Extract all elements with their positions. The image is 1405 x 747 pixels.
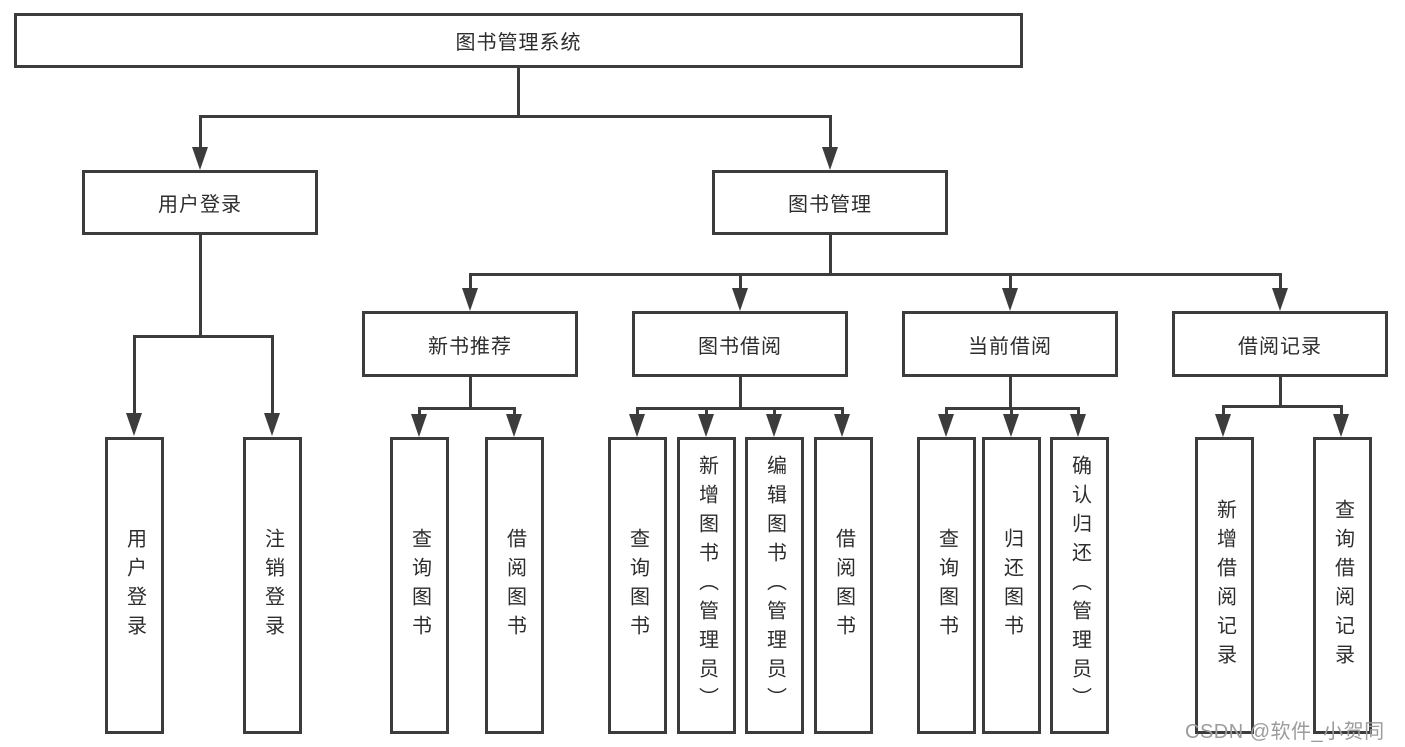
- leaf-user-login: 用户登录: [105, 437, 164, 734]
- leaf-borrow-books: 借阅图书: [814, 437, 873, 734]
- arrowhead-to-leaf-logout: [264, 413, 280, 436]
- connector-borrowing-stem: [739, 377, 742, 407]
- connector-recommend-drop-2: [513, 407, 516, 415]
- connector-borrowing-bar: [636, 407, 844, 410]
- connector-records-stem: [1279, 377, 1282, 405]
- node-user-login: 用户登录: [82, 170, 318, 235]
- leaf-add-books-admin: 新增图书（管理员）: [677, 437, 736, 734]
- leaf-return-books: 归还图书: [982, 437, 1041, 734]
- connector-current-stem: [1009, 377, 1012, 407]
- arrowhead-to-add-borrow-record: [1215, 414, 1231, 437]
- connector-userlogin-drop-2: [271, 335, 274, 413]
- connector-root-left-drop: [199, 115, 202, 148]
- connector-bookmgmt-bar: [469, 273, 1282, 276]
- leaf-edit-books-admin: 编辑图书（管理员）: [745, 437, 804, 734]
- arrowhead-to-book-management: [822, 147, 838, 170]
- arrowhead-to-query-books-recommend: [411, 414, 427, 437]
- connector-recommend-stem: [469, 377, 472, 407]
- leaf-query-books-current: 查询图书: [917, 437, 976, 734]
- arrowhead-to-borrow-books-recommend: [506, 414, 522, 437]
- leaf-borrow-books-recommend: 借阅图书: [485, 437, 544, 734]
- connector-records-bar: [1222, 405, 1342, 408]
- leaf-logout: 注销登录: [243, 437, 302, 734]
- arrowhead-to-return-books: [1003, 414, 1019, 437]
- connector-recommend-drop-1: [418, 407, 421, 415]
- node-current-borrowing: 当前借阅: [902, 311, 1118, 377]
- arrowhead-to-borrow-records: [1272, 288, 1288, 311]
- arrowhead-to-confirm-return: [1070, 414, 1086, 437]
- connector-bookmgmt-drop-1: [469, 273, 472, 289]
- connector-borrowing-drop-4: [841, 407, 844, 415]
- connector-current-drop-2: [1010, 407, 1013, 415]
- node-borrow-records: 借阅记录: [1172, 311, 1388, 377]
- leaf-query-books-recommend: 查询图书: [390, 437, 449, 734]
- connector-root-right-drop: [829, 115, 832, 148]
- connector-current-drop-1: [945, 407, 948, 415]
- connector-bookmgmt-drop-2: [739, 273, 742, 289]
- connector-borrowing-drop-3: [773, 407, 776, 415]
- leaf-query-borrow-record: 查询借阅记录: [1313, 437, 1372, 734]
- arrowhead-to-leaf-user-login: [126, 413, 142, 436]
- connector-root-bar: [199, 115, 831, 118]
- arrowhead-to-book-borrowing: [732, 288, 748, 311]
- node-root-library-system: 图书管理系统: [14, 13, 1023, 68]
- connector-bookmgmt-drop-3: [1009, 273, 1012, 289]
- connector-recommend-bar: [418, 407, 516, 410]
- node-new-book-recommend: 新书推荐: [362, 311, 578, 377]
- connector-bookmgmt-stem: [829, 235, 832, 273]
- arrowhead-to-current-borrowing: [1002, 288, 1018, 311]
- connector-borrowing-drop-2: [705, 407, 708, 415]
- connector-borrowing-drop-1: [636, 407, 639, 415]
- node-book-management: 图书管理: [712, 170, 948, 235]
- arrowhead-to-new-book-recommend: [462, 288, 478, 311]
- arrowhead-to-query-books-current: [938, 414, 954, 437]
- leaf-query-books-borrowing: 查询图书: [608, 437, 667, 734]
- connector-root-stem: [517, 67, 520, 115]
- arrowhead-to-edit-books: [766, 414, 782, 437]
- connector-userlogin-drop-1: [133, 335, 136, 413]
- arrowhead-to-borrow-books: [834, 414, 850, 437]
- connector-current-drop-3: [1077, 407, 1080, 415]
- connector-userlogin-stem: [199, 235, 202, 335]
- leaf-confirm-return-admin: 确认归还（管理员）: [1050, 437, 1109, 734]
- arrowhead-to-user-login: [192, 147, 208, 170]
- leaf-add-borrow-record: 新增借阅记录: [1195, 437, 1254, 734]
- arrowhead-to-add-books: [698, 414, 714, 437]
- arrowhead-to-query-books-borrowing: [629, 414, 645, 437]
- connector-records-drop-1: [1222, 405, 1225, 415]
- node-book-borrowing: 图书借阅: [632, 311, 848, 377]
- connector-records-drop-2: [1340, 405, 1343, 415]
- connector-userlogin-bar: [133, 335, 274, 338]
- arrowhead-to-query-borrow-record: [1333, 414, 1349, 437]
- connector-bookmgmt-drop-4: [1279, 273, 1282, 289]
- csdn-watermark: CSDN @软件_小贺同学: [1185, 721, 1385, 743]
